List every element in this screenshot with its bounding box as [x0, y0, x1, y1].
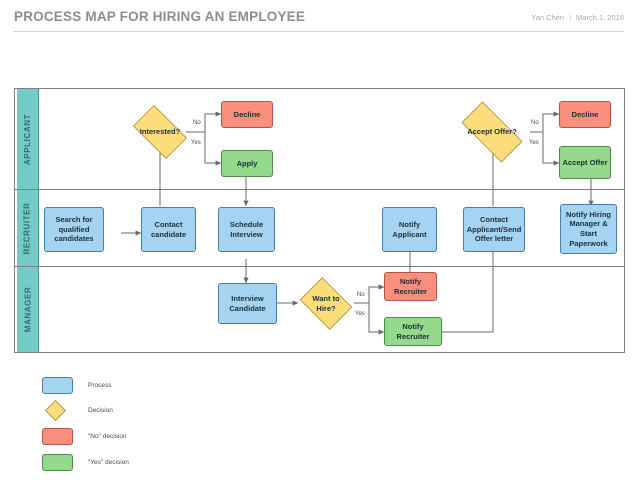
legend-item-process: Process — [42, 376, 111, 394]
page-title: PROCESS MAP FOR HIRING AN EMPLOYEE — [14, 9, 306, 24]
byline-separator: | — [569, 13, 572, 22]
lane-header-applicant: APPLICANT — [17, 89, 39, 189]
byline-date: March 1, 2016 — [576, 13, 624, 22]
node-accept-offer-decision[interactable]: Accept Offer? — [452, 101, 532, 163]
node-label-contact-candidate: Contact candidate — [150, 219, 186, 239]
node-label-apply: Apply — [236, 158, 258, 168]
node-contact-candidate[interactable]: Contact candidate — [141, 207, 196, 252]
edge-label-accept-yes: Yes — [529, 140, 539, 146]
lane-header-manager: MANAGER — [17, 267, 39, 352]
node-label-want-to-hire: Want to Hire? — [312, 294, 340, 313]
byline-author: Yan Chen — [531, 13, 565, 22]
node-label-interview-candidate: Interview Candidate — [229, 293, 266, 313]
lane-divider-2 — [15, 266, 624, 267]
lane-label-manager: MANAGER — [23, 286, 33, 333]
node-label-notify-hiring-manager: Notify Hiring Manager & Start Paperwork — [566, 209, 611, 248]
node-want-to-hire-decision[interactable]: Want to Hire? — [296, 277, 356, 330]
node-label-decline-applicant: Decline — [233, 109, 261, 119]
node-notify-recruiter-yes[interactable]: Notify Recruiter — [384, 317, 442, 346]
node-accept-offer[interactable]: Accept Offer — [559, 146, 611, 179]
edge-label-accept-no: No — [531, 120, 539, 126]
legend-swatch-decision-icon — [42, 399, 73, 421]
node-label-search-candidates: Search for qualified candidates — [54, 215, 94, 244]
edge-label-hire-yes: Yes — [355, 311, 365, 317]
node-interested-decision[interactable]: Interested? — [127, 105, 193, 159]
edge-label-hire-no: No — [357, 292, 365, 298]
lane-label-applicant: APPLICANT — [23, 113, 32, 165]
node-label-decline-offer: Decline — [571, 109, 599, 119]
node-notify-hiring-manager[interactable]: Notify Hiring Manager & Start Paperwork — [560, 204, 617, 254]
node-label-interested: Interested? — [139, 127, 181, 137]
legend-label-decision: Decision — [88, 406, 113, 414]
node-label-accept-offer-question: Accept Offer? — [467, 127, 517, 137]
node-contact-send-offer[interactable]: Contact Applicant/Send Offer letter — [463, 207, 525, 252]
node-interview-candidate[interactable]: Interview Candidate — [218, 283, 277, 324]
swimlane-diagram: APPLICANT RECRUITER MANAGER — [14, 88, 625, 353]
legend-swatch-no-icon — [42, 427, 73, 445]
node-apply[interactable]: Apply — [221, 150, 273, 177]
legend-label-process: Process — [88, 381, 112, 389]
legend-item-no: "No" decision — [42, 427, 127, 445]
node-notify-applicant[interactable]: Notify Applicant — [382, 207, 437, 252]
lane-header-recruiter: RECRUITER — [17, 190, 39, 266]
legend-item-yes: "Yes" decision — [42, 453, 129, 471]
legend-swatch-process-icon — [42, 376, 73, 394]
legend-label-yes: "Yes" decision — [88, 458, 129, 466]
node-label-contact-send-offer: Contact Applicant/Send Offer letter — [466, 215, 522, 244]
lane-label-recruiter: RECRUITER — [23, 201, 33, 255]
node-decline-applicant[interactable]: Decline — [221, 101, 273, 128]
byline: Yan Chen | March 1, 2016 — [531, 13, 624, 22]
legend-item-decision: Decision — [42, 399, 113, 421]
node-schedule-interview[interactable]: Schedule Interview — [218, 207, 275, 252]
page-header: PROCESS MAP FOR HIRING AN EMPLOYEE Yan C… — [0, 0, 638, 34]
edge-label-interested-yes: Yes — [191, 140, 201, 146]
node-label-notify-recruiter-no: Notify Recruiter — [394, 276, 427, 296]
edge-label-interested-no: No — [193, 120, 201, 126]
header-divider — [14, 31, 624, 32]
lane-divider-1 — [15, 189, 624, 190]
node-label-accept-offer: Accept Offer — [562, 157, 608, 167]
legend-label-no: "No" decision — [88, 432, 127, 440]
node-label-schedule-interview: Schedule Interview — [229, 219, 264, 239]
node-search-candidates[interactable]: Search for qualified candidates — [44, 207, 104, 252]
node-notify-recruiter-no[interactable]: Notify Recruiter — [384, 272, 437, 301]
node-label-notify-applicant: Notify Applicant — [392, 219, 427, 239]
node-decline-offer[interactable]: Decline — [559, 101, 611, 128]
legend-swatch-yes-icon — [42, 453, 73, 471]
node-label-notify-recruiter-yes: Notify Recruiter — [396, 321, 430, 341]
